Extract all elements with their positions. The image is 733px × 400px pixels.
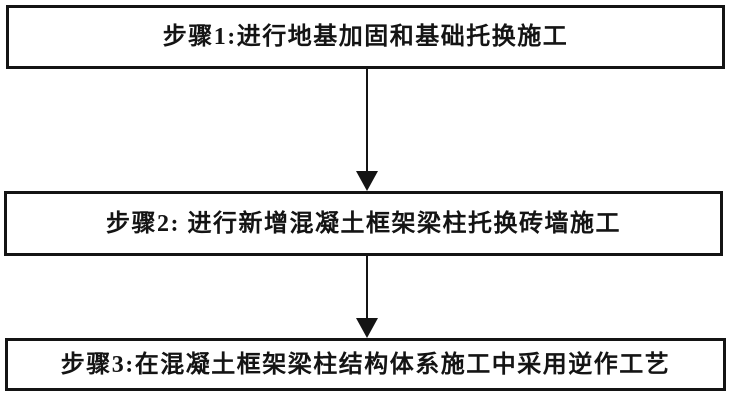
step-box-3: 步骤3:在混凝土框架梁柱结构体系施工中采用逆作工艺 [5,338,726,391]
connector-line-2 [366,256,368,319]
step-label-1: 步骤1:进行地基加固和基础托换施工 [162,24,569,50]
step-box-1: 步骤1:进行地基加固和基础托换施工 [6,5,725,69]
step-label-3: 步骤3:在混凝土框架梁柱结构体系施工中采用逆作工艺 [60,351,671,378]
arrow-down-icon [356,318,378,338]
arrow-down-icon [356,171,378,191]
step-label-2: 步骤2: 进行新增混凝土框架梁柱托换砖墙施工 [106,210,621,237]
step-box-2: 步骤2: 进行新增混凝土框架梁柱托换砖墙施工 [4,191,723,256]
connector-line-1 [366,69,368,172]
